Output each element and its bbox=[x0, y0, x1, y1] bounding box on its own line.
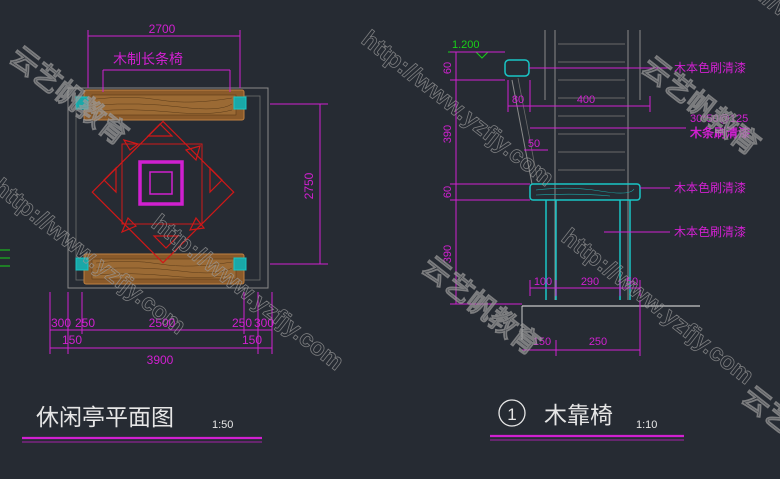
roof-inner-square bbox=[121, 143, 203, 225]
note-4: 木本色刷清漆 bbox=[674, 225, 746, 239]
detail-marker bbox=[498, 399, 526, 427]
level-marker bbox=[474, 51, 490, 59]
dim-base-0: 100 bbox=[534, 276, 552, 288]
dim-right bbox=[270, 103, 328, 265]
bench-bottom bbox=[75, 253, 247, 285]
dim-400: 400 bbox=[577, 94, 595, 106]
wall-lines bbox=[544, 30, 641, 300]
watermark-url-2: http://www.yzfjy.com bbox=[146, 209, 349, 376]
dim-top-label: 2700 bbox=[149, 22, 176, 36]
dim-bottom bbox=[49, 292, 273, 354]
slat-spec: 30*50@125 bbox=[690, 113, 748, 125]
dim-vert-1: 390 bbox=[442, 125, 454, 143]
center-column bbox=[138, 160, 184, 206]
dim-150-left: 150 bbox=[62, 333, 82, 347]
dim-vertical-chain bbox=[450, 51, 530, 305]
dim-150-right: 150 bbox=[242, 333, 262, 347]
pavilion-outline bbox=[67, 87, 269, 289]
watermark-url-5: http://www.yzfjy.com bbox=[556, 223, 759, 390]
plan-title: 休闲亭平面图 bbox=[36, 405, 174, 431]
note-1: 木本色刷清漆 bbox=[674, 61, 746, 75]
roof-corner-marks bbox=[103, 123, 223, 249]
dim-right-label: 2750 bbox=[302, 172, 316, 199]
dim-vert-2: 60 bbox=[442, 186, 454, 198]
edge-marks bbox=[0, 249, 10, 267]
bench-label: 木制长条椅 bbox=[113, 51, 183, 68]
dim-bottom-1: 250 bbox=[75, 316, 95, 330]
dim-bottom-4: 300 bbox=[254, 316, 274, 330]
dim-bottom-3: 250 bbox=[232, 316, 252, 330]
bench-section: 1.200 60 390 60 390 80 400 50 30*50@125 … bbox=[442, 30, 750, 441]
back-slats bbox=[558, 43, 625, 171]
pavilion-plan: 2700 木制长条椅 2750 300 250 2500 250 300 150 bbox=[0, 22, 328, 443]
backrest-line bbox=[511, 79, 533, 185]
dim-50: 50 bbox=[528, 138, 540, 150]
plan-scale: 1:50 bbox=[212, 419, 233, 431]
bench-top bbox=[75, 89, 247, 121]
dim-foot-1: 250 bbox=[589, 336, 607, 348]
roof-outline bbox=[91, 120, 235, 264]
dim-80: 80 bbox=[512, 94, 524, 106]
dim-base-1: 290 bbox=[581, 276, 599, 288]
dim-bottom-0: 300 bbox=[51, 316, 71, 330]
detail-title: 木靠椅 bbox=[544, 403, 613, 429]
dim-foot bbox=[522, 300, 641, 356]
dim-base-2: 50 bbox=[626, 276, 638, 288]
note-3: 木本色刷清漆 bbox=[674, 181, 746, 195]
dim-total: 3900 bbox=[147, 353, 174, 367]
detail-number: 1 bbox=[507, 405, 516, 424]
top-rail bbox=[504, 59, 530, 77]
dim-vert-3: 390 bbox=[442, 245, 454, 263]
dim-vert-0: 60 bbox=[442, 62, 454, 74]
detail-scale: 1:10 bbox=[636, 419, 657, 431]
dim-top-rail bbox=[507, 80, 651, 112]
dim-foot-0: 150 bbox=[533, 336, 551, 348]
watermark-brand-4: 云艺帆教育 bbox=[736, 380, 780, 479]
level-label: 1.200 bbox=[452, 39, 480, 51]
seat-board bbox=[529, 183, 641, 201]
note-2: 木条刷清漆 bbox=[689, 125, 750, 140]
dim-base bbox=[529, 280, 641, 296]
dim-top bbox=[87, 30, 241, 88]
dim-bottom-2: 2500 bbox=[149, 316, 176, 330]
